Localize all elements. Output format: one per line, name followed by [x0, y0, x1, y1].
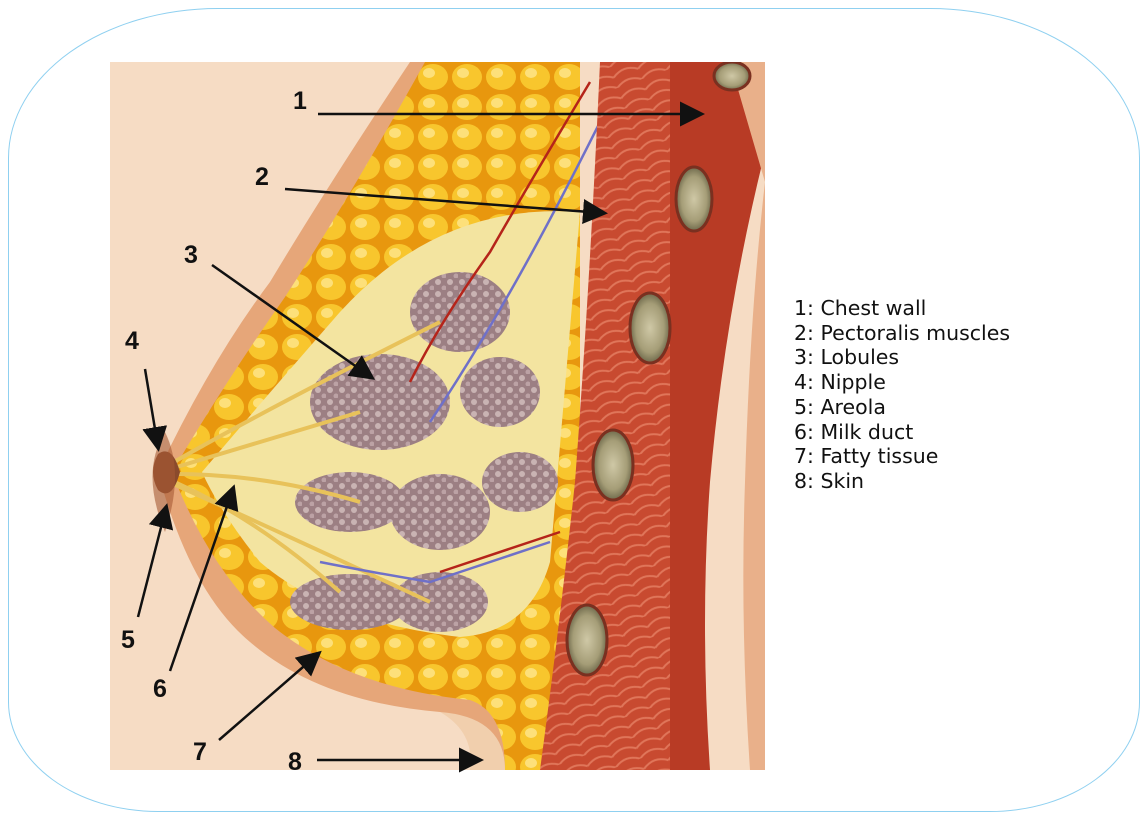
callout-number-2: 2 — [255, 163, 269, 191]
legend-item-pectoralis-muscles: 2: Pectoralis muscles — [794, 321, 1010, 346]
callout-arrows — [138, 114, 700, 760]
legend-item-nipple: 4: Nipple — [794, 370, 1010, 395]
legend-item-chest-wall: 1: Chest wall — [794, 296, 1010, 321]
callout-number-7: 7 — [193, 738, 207, 766]
legend-item-milk-duct: 6: Milk duct — [794, 420, 1010, 445]
legend-item-fatty-tissue: 7: Fatty tissue — [794, 444, 1010, 469]
legend-item-lobules: 3: Lobules — [794, 345, 1010, 370]
callout-number-3: 3 — [184, 241, 198, 269]
callout-number-4: 4 — [125, 327, 139, 355]
callout-number-8: 8 — [288, 748, 302, 776]
legend: 1: Chest wall 2: Pectoralis muscles 3: L… — [794, 296, 1010, 494]
callout-number-1: 1 — [293, 87, 307, 115]
callout-number-6: 6 — [153, 675, 167, 703]
callout-number-5: 5 — [121, 626, 135, 654]
legend-item-areola: 5: Areola — [794, 395, 1010, 420]
legend-item-skin: 8: Skin — [794, 469, 1010, 494]
